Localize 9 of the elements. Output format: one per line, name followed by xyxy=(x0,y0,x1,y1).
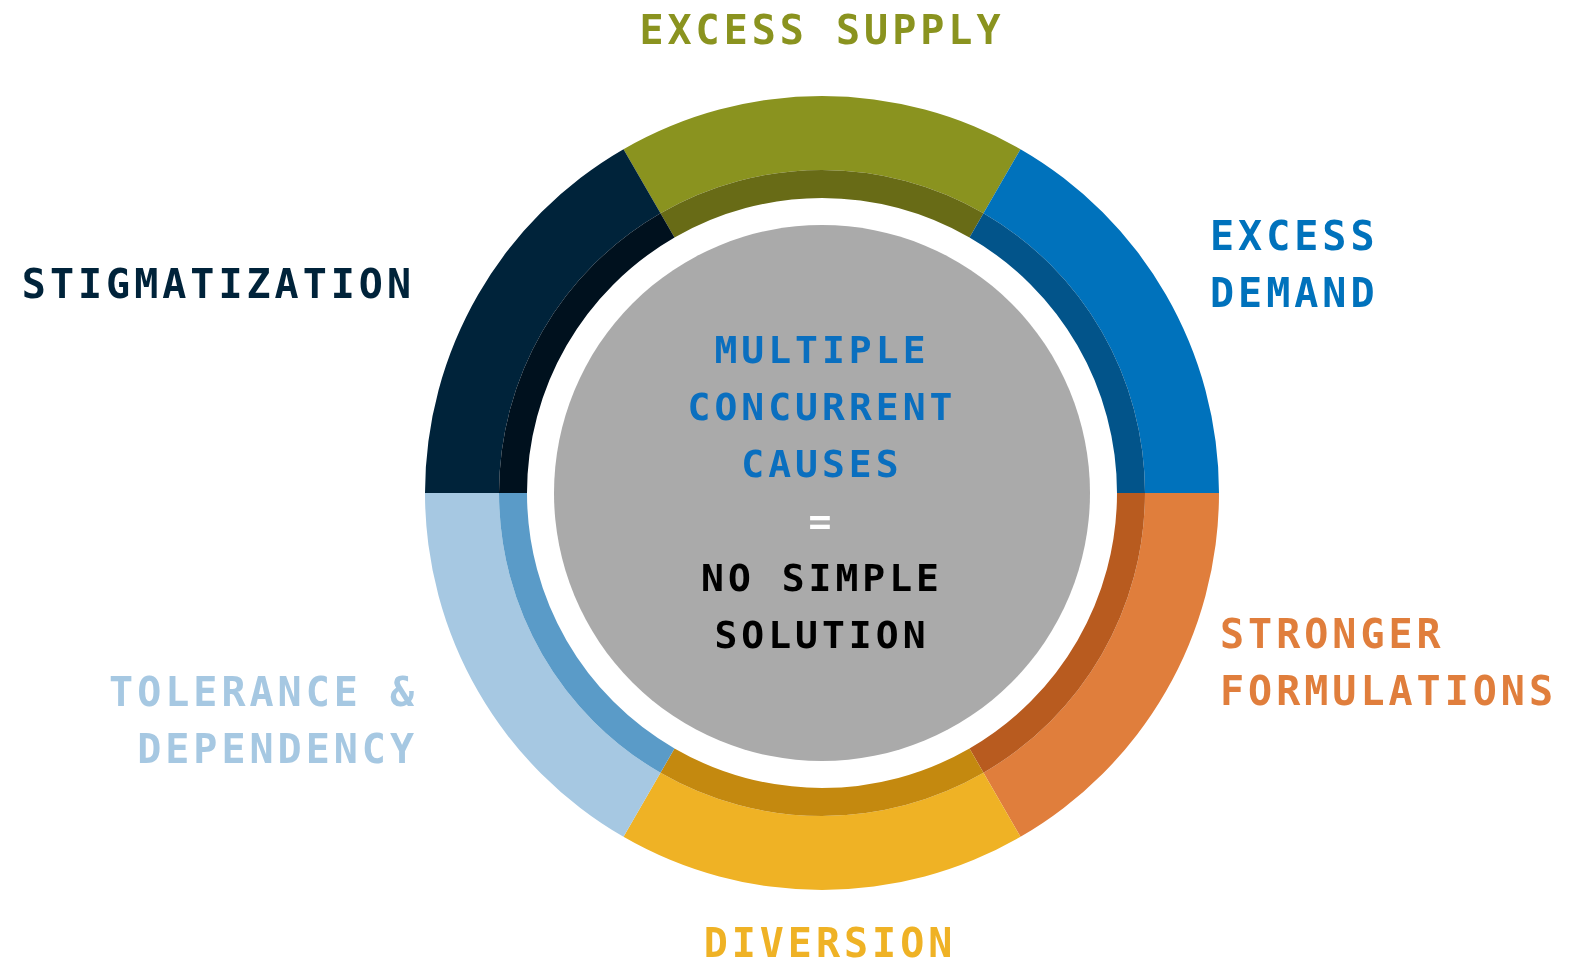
segment-label: DIVERSION xyxy=(702,919,958,968)
segment-label: TOLERANCE & DEPENDENCY xyxy=(108,668,418,774)
segment-label: EXCESS DEMAND xyxy=(1210,212,1380,318)
segment-label: STRONGER FORMULATIONS xyxy=(1220,610,1558,716)
segment-label: EXCESS SUPPLY xyxy=(638,6,1006,55)
center-text: = xyxy=(807,498,837,545)
center-text: NO SIMPLE SOLUTION xyxy=(700,555,944,659)
center-text: MULTIPLE CONCURRENT CAUSES xyxy=(686,327,958,488)
segment-label: STIGMATIZATION xyxy=(20,260,415,309)
